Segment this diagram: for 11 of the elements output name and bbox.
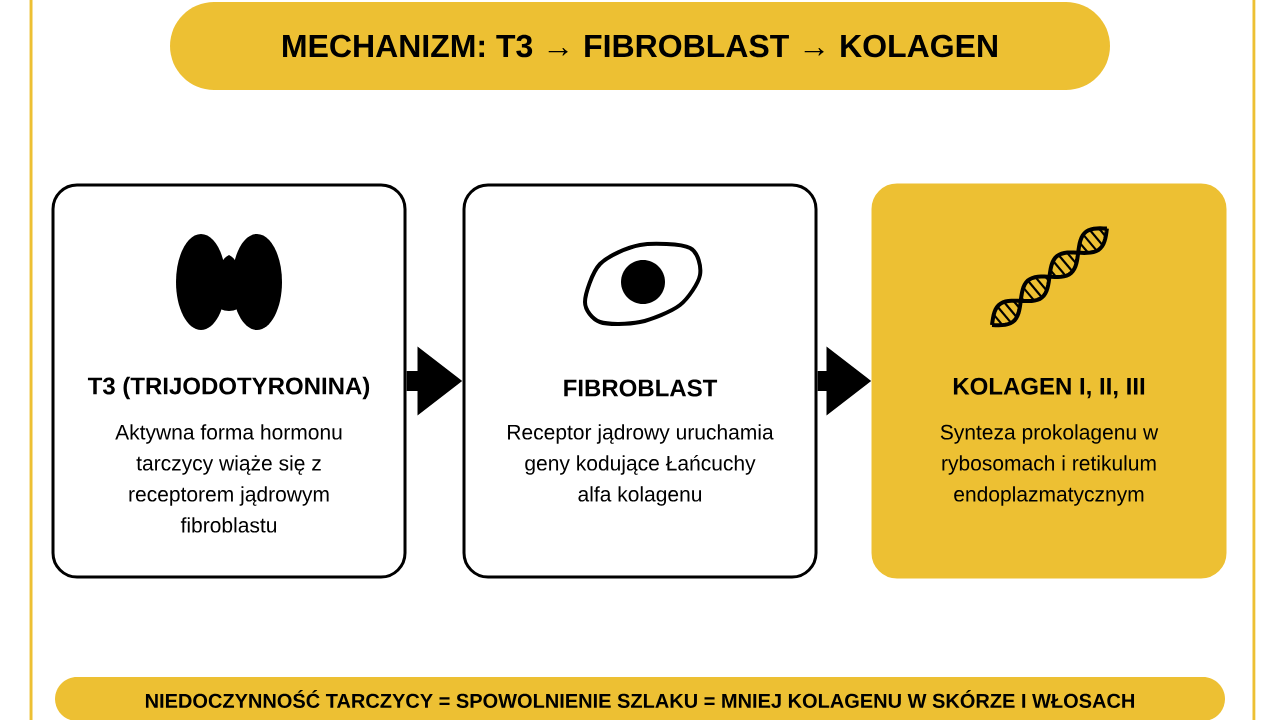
box-heading: T3 (TRIJODOTYRONINA) <box>87 376 370 400</box>
box-heading: FIBROBLAST <box>564 379 718 397</box>
box-description: Synteza prokolagenu w rybosomach i retikulum endoplazmatycznym <box>940 424 1159 506</box>
summary-banner: NIEDOCZYNNOŚĆ TARCZYCY = SPOWOLNIENIE SZLAKU = MNIEJ KOLAGENU W SKÓRZE I WŁOSACH <box>55 677 1225 720</box>
box-description: Aktywna forma hormonu tarczycy wiąże się z receptorem jądrowym fibroblastu <box>115 424 342 533</box>
process-box <box>871 183 1227 579</box>
box-heading: KOLAGEN I, II, III <box>953 377 1145 399</box>
title-banner: MECHANIZM: T3 → FIBROBLAST → KOLAGEN <box>170 2 1110 90</box>
process-box <box>51 183 407 579</box>
box-description: Receptor jądrowy uruchamia geny kodujące Łańcuchy alfa kolagenu <box>508 424 774 506</box>
process-box <box>462 183 818 579</box>
